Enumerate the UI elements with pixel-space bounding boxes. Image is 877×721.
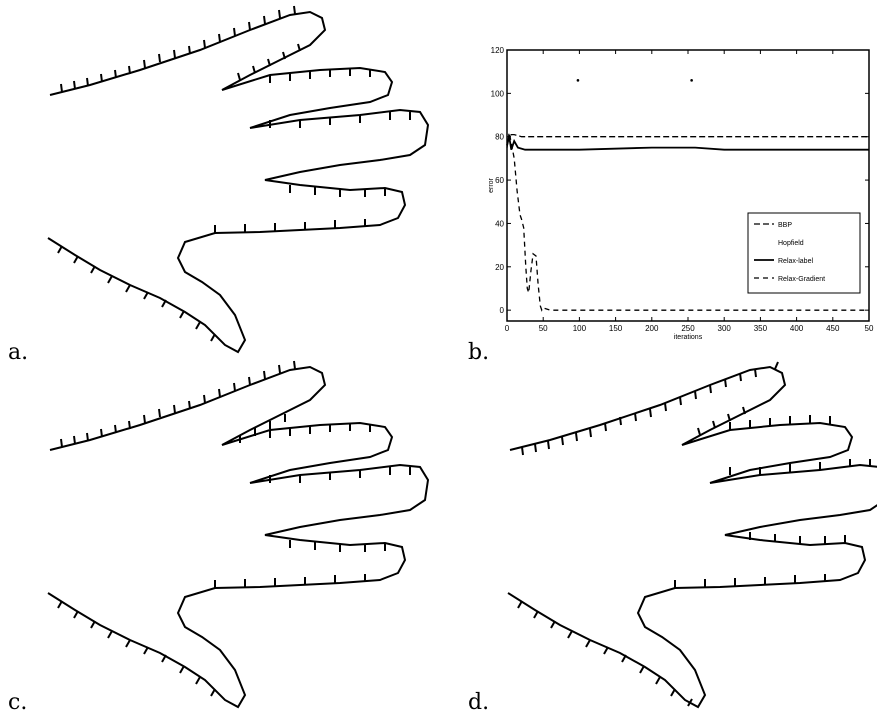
tick-marks-d bbox=[518, 362, 870, 706]
hand-contour-d bbox=[508, 367, 877, 707]
panel-label-d: d. bbox=[468, 690, 489, 715]
